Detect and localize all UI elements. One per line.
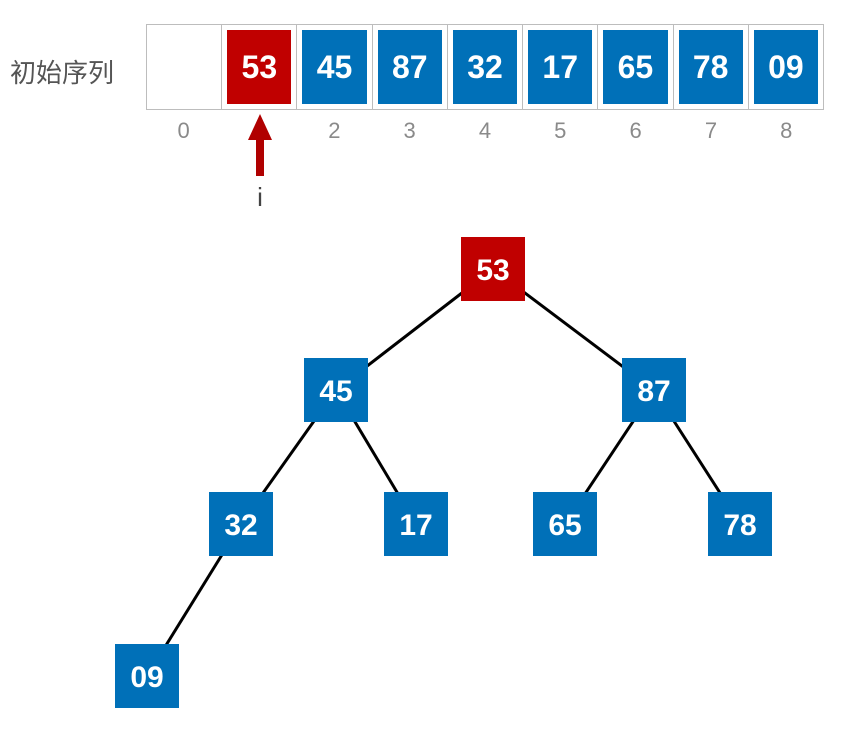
- tree-node-value: 53: [476, 254, 509, 287]
- array-cell: 78: [678, 30, 743, 104]
- array-cell: 65: [603, 30, 668, 104]
- tree-node-box: [304, 358, 368, 422]
- array-index: 3: [403, 118, 416, 143]
- tree-nodes: 53 45 87 32 17 65 78 09: [115, 237, 772, 708]
- tree-node-value: 32: [224, 509, 257, 542]
- array-slot: 65: [598, 25, 674, 109]
- array-index: 6: [629, 118, 642, 143]
- arrow-shaft: [256, 134, 264, 176]
- tree-node-box: [115, 644, 179, 708]
- tree-node-value: 87: [637, 375, 670, 408]
- tree-node-box: [622, 358, 686, 422]
- tree-node-box: [384, 492, 448, 556]
- tree-node-value: 78: [723, 509, 756, 542]
- tree-node: 65: [533, 492, 597, 556]
- array-index: 7: [704, 118, 718, 143]
- tree-node-value: 09: [130, 661, 163, 694]
- array-index: 5: [554, 118, 567, 143]
- array-index: 0: [177, 118, 190, 143]
- sequence-label: 初始序列: [10, 59, 115, 89]
- array-index: 2: [328, 118, 341, 143]
- tree-node: 53: [461, 237, 525, 301]
- array-slot: 32: [448, 25, 524, 109]
- array-cell: 32: [452, 30, 518, 104]
- tree-node-box: [708, 492, 772, 556]
- array-index: 8: [780, 118, 793, 143]
- tree-node-value: 65: [548, 509, 581, 542]
- array-slot: 78: [674, 25, 749, 109]
- array-slot: [147, 25, 223, 109]
- array-slot: 53: [222, 25, 298, 109]
- tree-node: 17: [384, 492, 448, 556]
- pointer-label-i: i: [257, 182, 263, 212]
- index-row: 0 2 3 4 5 6 7 8: [146, 118, 824, 146]
- tree-node-box: [209, 492, 273, 556]
- array-cell: 17: [528, 30, 593, 104]
- tree-node-box: [461, 237, 525, 301]
- tree-node: 78: [708, 492, 772, 556]
- arrow-head: [248, 114, 272, 140]
- tree-node: 09: [115, 644, 179, 708]
- tree-node-value: 17: [399, 509, 432, 542]
- array-cell: 87: [377, 30, 442, 104]
- array-slot: 87: [373, 25, 448, 109]
- array-cell: 53: [227, 30, 292, 104]
- array-cell: 09: [753, 30, 818, 104]
- tree-node: 32: [209, 492, 273, 556]
- tree-node-box: [533, 492, 597, 556]
- array-slot: 45: [297, 25, 373, 109]
- pointer-arrow: [248, 114, 272, 176]
- tree-edges: [145, 267, 742, 677]
- array-slot: 17: [523, 25, 599, 109]
- tree-node: 45: [304, 358, 368, 422]
- tree-node-value: 45: [319, 375, 352, 408]
- array-slot: 09: [749, 25, 823, 109]
- tree-node: 87: [622, 358, 686, 422]
- array-cell: 45: [302, 30, 367, 104]
- array-index: 4: [478, 118, 492, 143]
